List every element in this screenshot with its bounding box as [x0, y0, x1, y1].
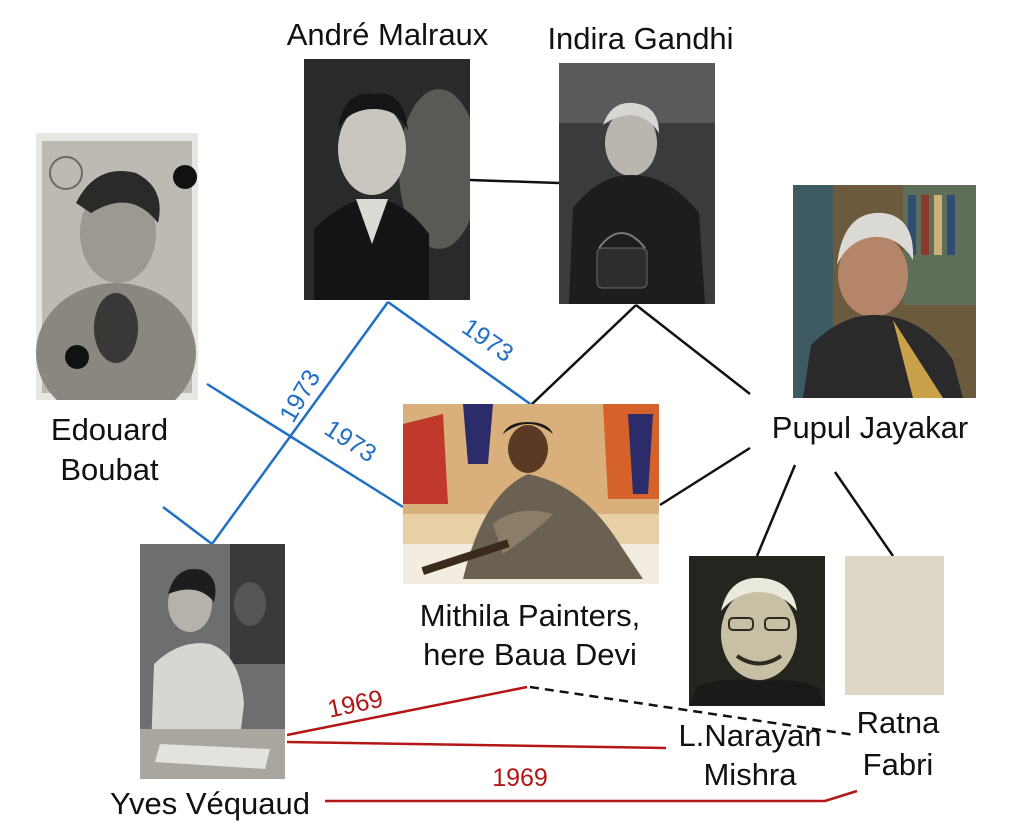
mithila-photo [403, 404, 659, 584]
link-jayakar-mishra [755, 464, 797, 557]
link-jayakar-mithila [659, 446, 751, 507]
link-boubat-vequaud [162, 506, 213, 545]
year-label: 1973 [457, 313, 519, 368]
jayakar-photo [793, 185, 976, 398]
link-malraux-mithila [387, 300, 534, 408]
link-malraux-vequaud [210, 301, 390, 545]
link-mithila-fabri-dashed [529, 685, 856, 737]
link-malraux-gandhi [469, 178, 560, 185]
gandhi-photo [559, 63, 715, 304]
name-mithila-line2: here Baua Devi [423, 637, 637, 672]
vequaud-photo [140, 544, 285, 779]
link-gandhi-mithila [529, 304, 637, 407]
name-boubat-line1: Edouard [50, 412, 169, 447]
link-jayakar-fabri [833, 471, 895, 557]
name-vequaud: Yves Véquaud [110, 786, 310, 821]
link-vequaud-mishra [286, 740, 667, 750]
link-boubat-mithila [206, 382, 404, 509]
boubat-photo [36, 133, 198, 400]
fabri-photo-placeholder [845, 556, 944, 695]
link-gandhi-jayakar [635, 304, 751, 395]
link-vequaud-fabri [325, 789, 858, 803]
year-label: 1969 [492, 764, 548, 792]
name-gandhi: Indira Gandhi [547, 21, 734, 56]
name-mishra-line2: Mishra [703, 757, 797, 792]
name-mishra-line1: L.Narayan [678, 718, 822, 753]
name-malraux: André Malraux [286, 17, 489, 52]
malraux-photo [304, 59, 470, 300]
mishra-photo [689, 556, 825, 706]
name-fabri-line2: Fabri [862, 747, 934, 782]
name-mithila-line1: Mithila Painters, [419, 598, 641, 633]
link-vequaud-mithila [286, 685, 528, 737]
name-jayakar: Pupul Jayakar [771, 410, 969, 445]
name-boubat-line2: Boubat [60, 452, 159, 487]
name-fabri-line1: Ratna [856, 705, 940, 740]
